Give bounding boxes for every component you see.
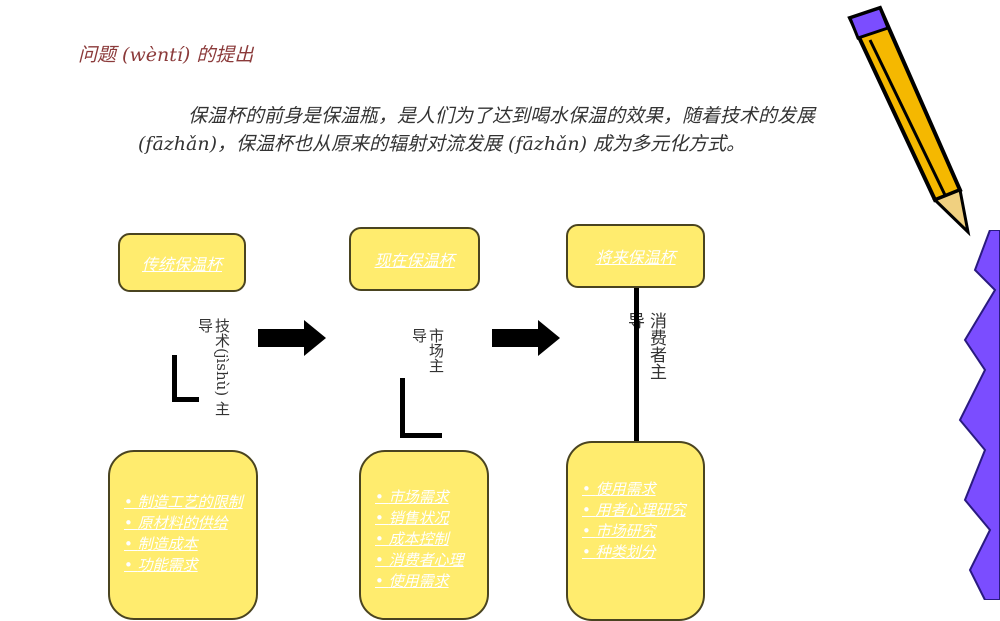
stage-label[interactable]: 现在保温杯 [374, 251, 455, 270]
driver-suffix: 导 [196, 318, 214, 333]
factor-item[interactable]: 销售状况 [375, 508, 487, 529]
stage-label[interactable]: 传统保温杯 [141, 254, 222, 274]
factor-item[interactable]: 种类划分 [582, 542, 703, 563]
factor-item[interactable]: 使用需求 [375, 571, 487, 592]
right-arrow-icon [492, 320, 560, 356]
factor-box-future: 使用需求用者心理研究市场研究种类划分 [566, 441, 705, 621]
connector-line [634, 288, 639, 441]
factor-item[interactable]: 用者心理研究 [582, 500, 703, 521]
factor-item[interactable]: 成本控制 [375, 529, 487, 550]
stage-box-future[interactable]: 将来保温杯 [566, 224, 705, 288]
factor-item[interactable]: 原材料的供给 [124, 513, 256, 534]
corner-connector [400, 378, 442, 438]
driver-text: 技术(jìshù) 主 [213, 318, 231, 416]
stage-box-traditional[interactable]: 传统保温杯 [118, 233, 246, 292]
stage-label[interactable]: 将来保温杯 [595, 248, 676, 267]
stage-box-current[interactable]: 现在保温杯 [349, 227, 480, 291]
squiggle-decoration-icon [958, 230, 1000, 600]
driver-suffix: 导 [410, 328, 428, 343]
driver-text: 消费者主 [646, 312, 666, 380]
right-arrow-icon [258, 320, 326, 356]
factor-item[interactable]: 市场需求 [375, 487, 487, 508]
driver-text: 市场主 [427, 328, 445, 373]
factor-item[interactable]: 消费者心理 [375, 550, 487, 571]
slide-title: 问题 (wèntí) 的提出 [78, 44, 254, 66]
factor-box-current: 市场需求销售状况成本控制消费者心理使用需求 [359, 450, 489, 620]
intro-paragraph: 保温杯的前身是保温瓶，是人们为了达到喝水保温的效果，随着技术的发展 (fāzhǎ… [138, 105, 816, 155]
pen-icon [847, 5, 971, 237]
factor-item[interactable]: 功能需求 [124, 555, 256, 576]
corner-connector [172, 355, 199, 402]
factor-item[interactable]: 市场研究 [582, 521, 703, 542]
factor-item[interactable]: 制造工艺的限制 [124, 492, 256, 513]
factor-item[interactable]: 制造成本 [124, 534, 256, 555]
factor-box-traditional: 制造工艺的限制原材料的供给制造成本功能需求 [108, 450, 258, 620]
factor-item[interactable]: 使用需求 [582, 479, 703, 500]
